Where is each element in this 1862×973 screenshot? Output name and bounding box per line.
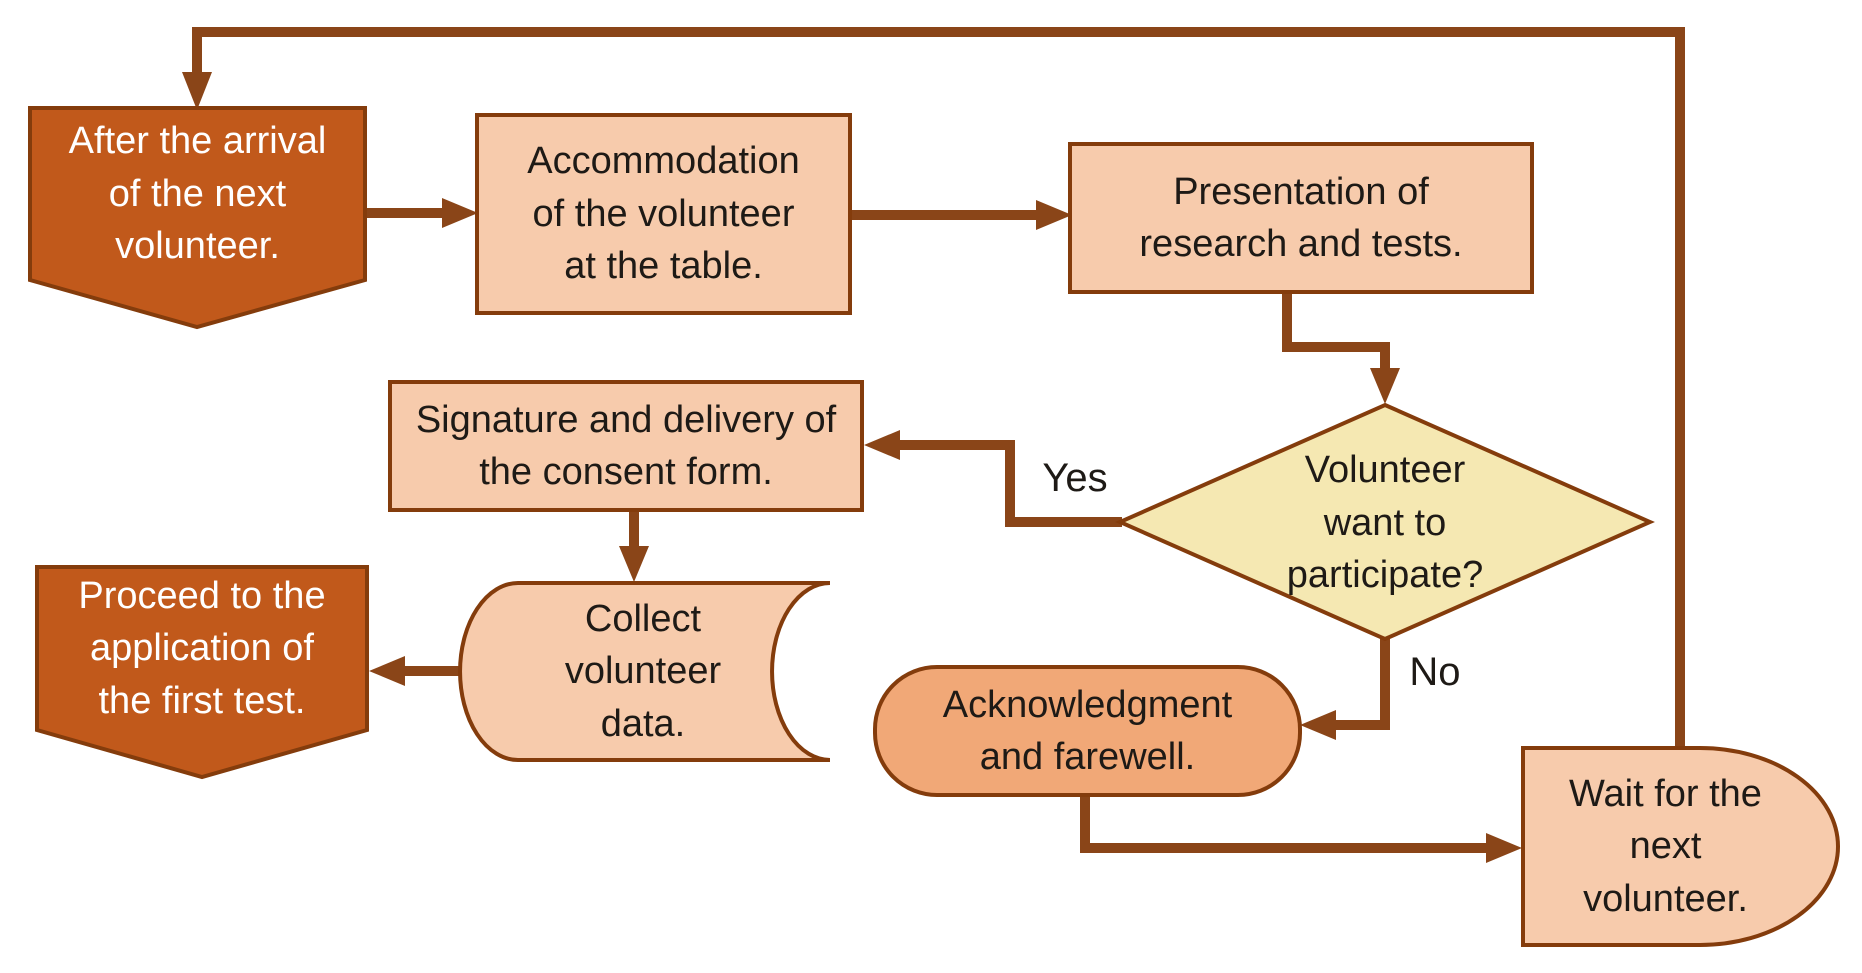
connector-acknowledgment-wait (1080, 795, 1488, 853)
arrowhead-into-proceed (369, 656, 405, 686)
decision-node-shape (1115, 402, 1655, 642)
arrowhead-into-start (182, 72, 212, 110)
arrowhead-into-wait (1486, 833, 1522, 863)
connector-decision-acknowledgment-no (1336, 639, 1390, 730)
arrowhead-into-collect (619, 546, 649, 582)
acknowledgment-node-shape (873, 665, 1302, 797)
arrowhead-into-acknowledgment (1300, 710, 1336, 740)
arrowhead-into-presentation (1036, 200, 1072, 230)
accommodation-node-shape (475, 113, 852, 315)
wait-node-shape (1521, 746, 1840, 947)
connector-presentation-decision (1282, 292, 1390, 372)
arrowhead-into-accommodation (442, 198, 478, 228)
connector-decision-signature-yes (900, 440, 1122, 527)
connector-wait-to-start (192, 27, 1685, 748)
collect-data-node-shape (458, 581, 831, 762)
presentation-node-shape (1068, 142, 1534, 294)
arrowhead-into-signature (864, 430, 900, 460)
start-node-shape (28, 106, 367, 330)
arrowhead-into-decision (1370, 368, 1400, 404)
signature-node-shape (388, 380, 864, 512)
proceed-node-shape (35, 565, 369, 780)
